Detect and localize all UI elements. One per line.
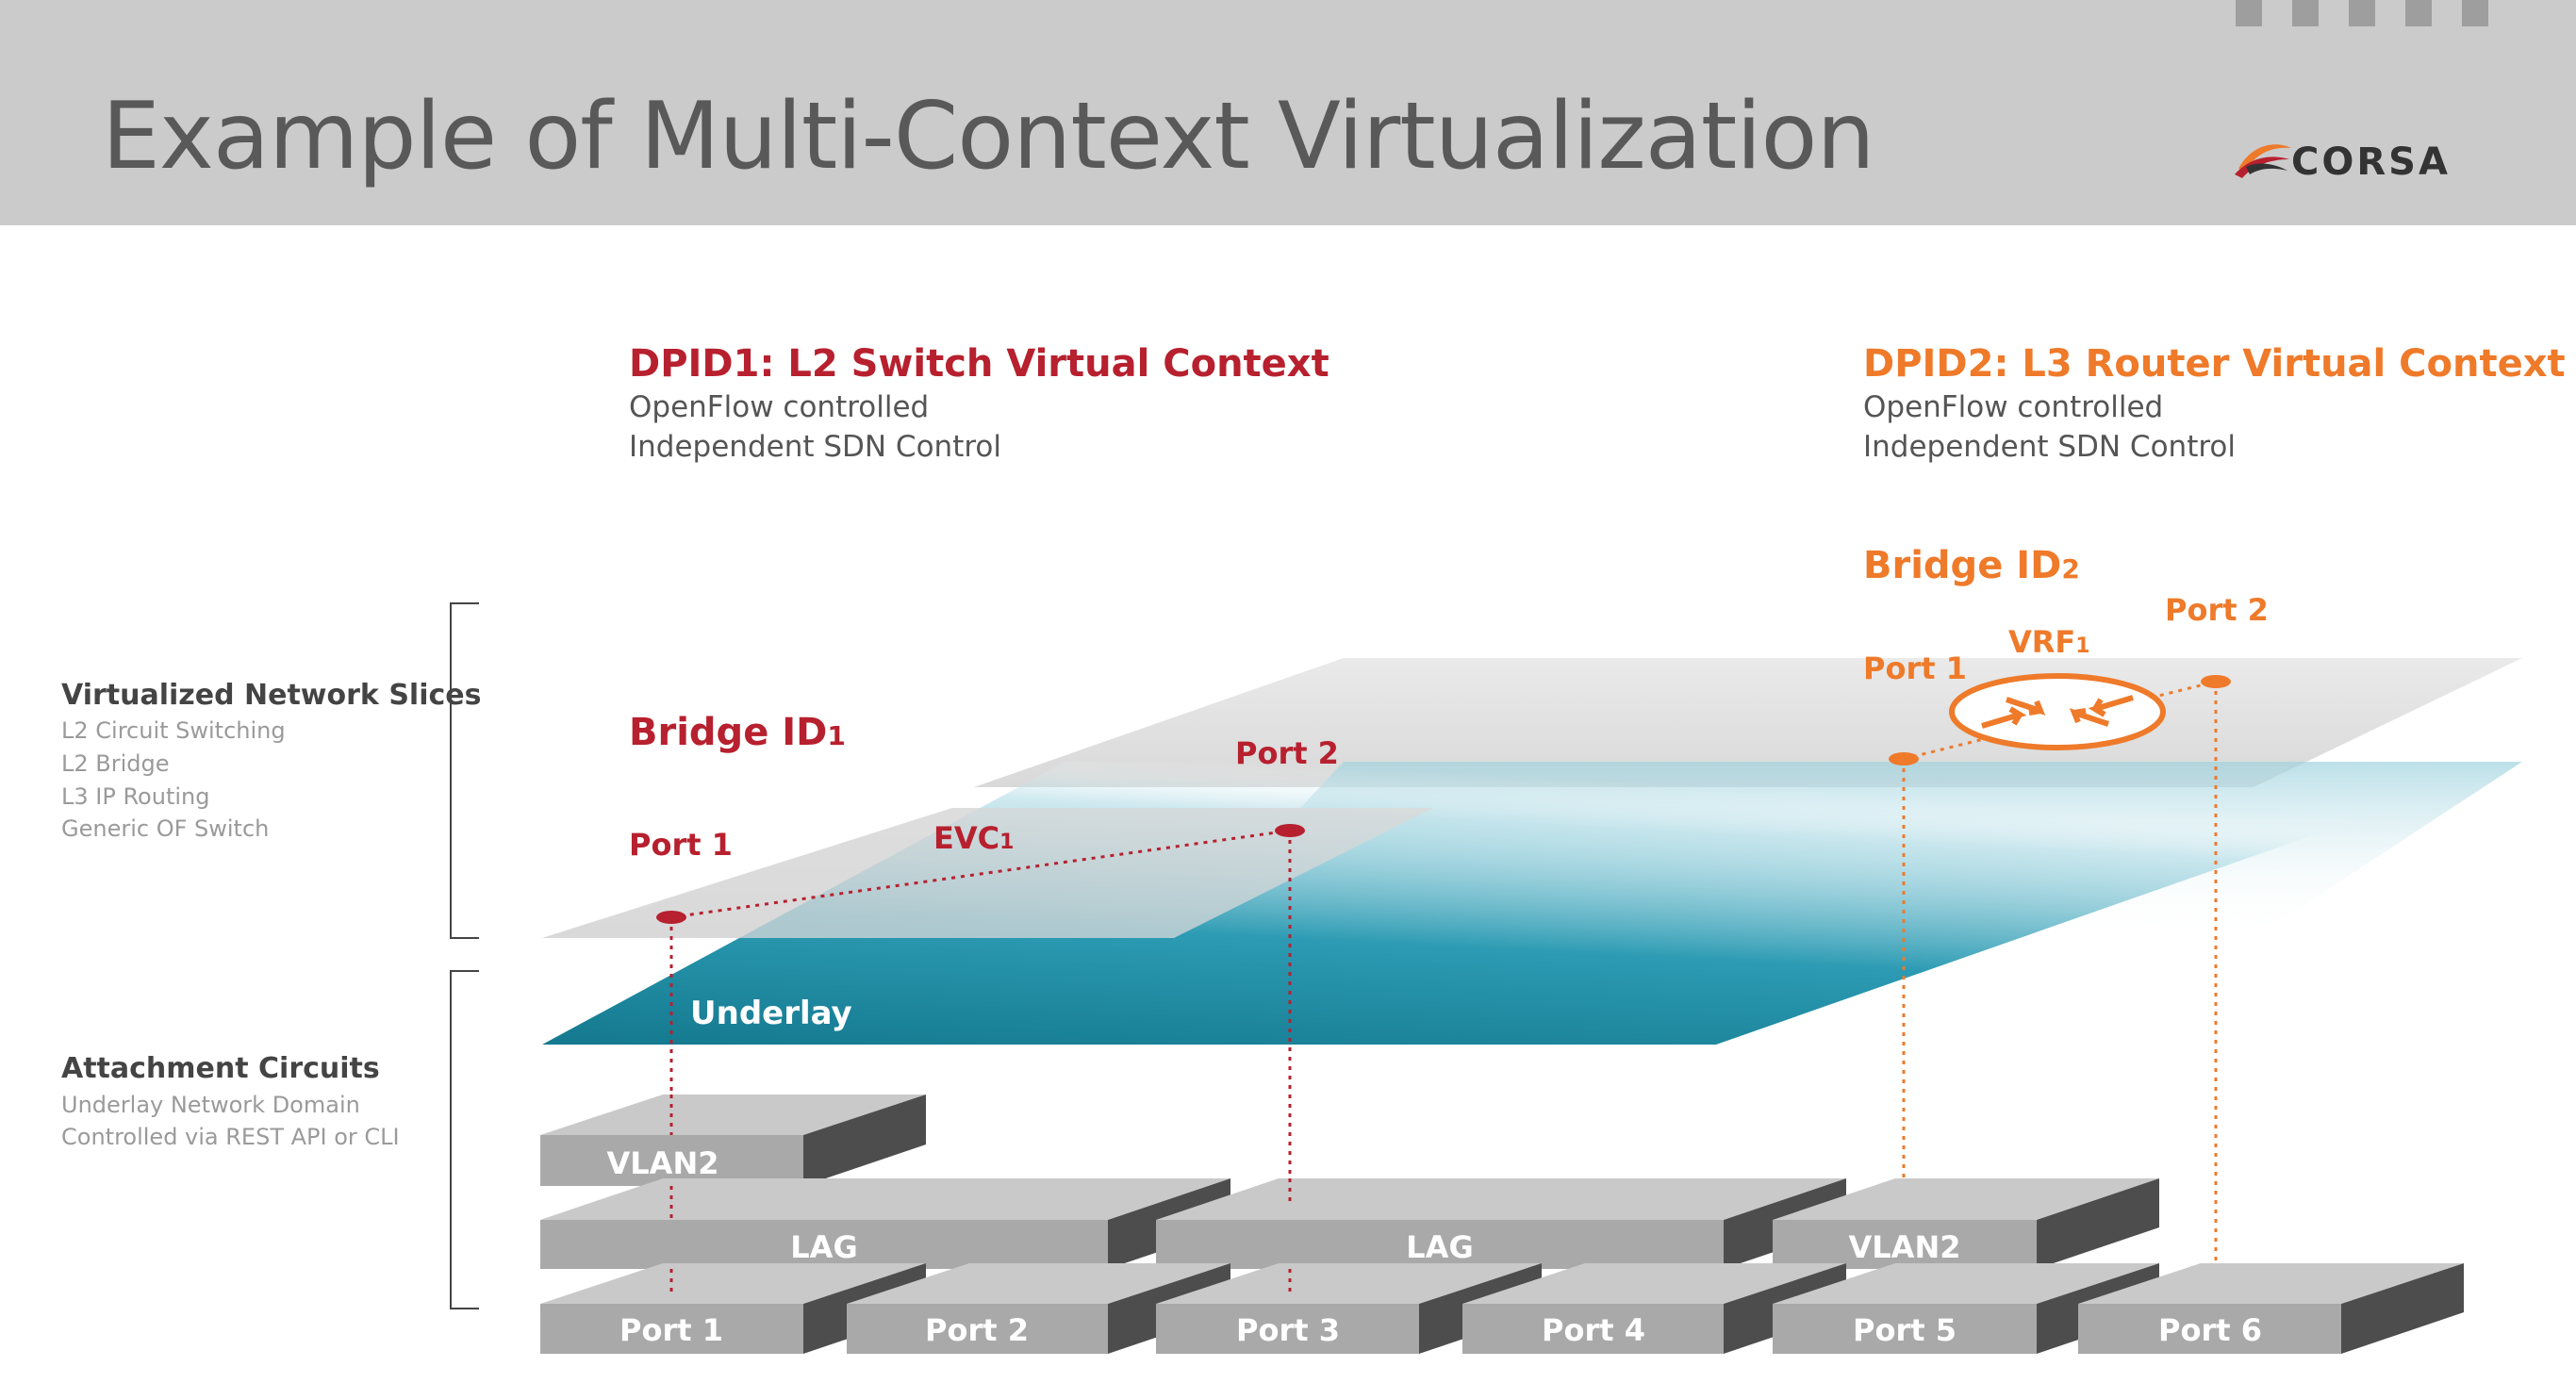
corsa-logo: CORSA	[2233, 135, 2487, 184]
bridge1-port2-dot	[1275, 824, 1305, 837]
context1-line1: OpenFlow controlled	[629, 390, 930, 424]
slices-item: L2 Bridge	[61, 750, 170, 777]
lag1-label: LAG	[790, 1229, 857, 1265]
slide-title: Example of Multi-Context Virtualization	[102, 83, 1875, 190]
port-block: Port 2	[847, 1263, 1230, 1354]
slices-item: L2 Circuit Switching	[61, 717, 286, 744]
vlan-left-block: VLAN2	[540, 1095, 926, 1186]
port-label: Port 6	[2158, 1312, 2262, 1348]
vlan-right-label: VLAN2	[1849, 1229, 1961, 1265]
bridge1-label: Bridge ID1	[629, 711, 846, 754]
slices-heading: Virtualized Network Slices	[61, 679, 482, 712]
slices-bracket	[450, 602, 479, 939]
bridge2-port2-label: Port 2	[2165, 592, 2269, 628]
bridge2-port2-dot	[2201, 675, 2231, 688]
attachment-heading: Attachment Circuits	[61, 1052, 380, 1085]
vrf-label: VRF1	[2008, 624, 2090, 660]
port-block: Port 6	[2078, 1263, 2464, 1354]
port-label: Port 3	[1236, 1312, 1340, 1348]
context2-line2: Independent SDN Control	[1863, 430, 2236, 464]
bridge1-port1-label: Port 1	[629, 827, 733, 863]
decor-square	[2349, 0, 2375, 26]
decor-square	[2292, 0, 2319, 26]
header-bar	[0, 0, 2576, 225]
context2-title: DPID2: L3 Router Virtual Context	[1863, 342, 2566, 386]
attachment-item: Underlay Network Domain	[61, 1092, 360, 1118]
corsa-swoosh-icon	[2235, 144, 2291, 178]
attachment-bracket	[450, 970, 479, 1309]
bridge1-port2-label: Port 2	[1235, 735, 1339, 771]
port-block: Port 1	[540, 1263, 926, 1354]
lag1-block: LAG	[540, 1178, 1230, 1269]
lag2-block: LAG	[1156, 1178, 1846, 1269]
bridge2-port1-dot	[1889, 752, 1919, 766]
context1-line2: Independent SDN Control	[629, 430, 1001, 464]
port-block: Port 3	[1156, 1263, 1542, 1354]
decor-square	[2405, 0, 2432, 26]
attachment-item: Controlled via REST API or CLI	[61, 1124, 400, 1150]
evc-label: EVC1	[933, 820, 1014, 856]
context2-line1: OpenFlow controlled	[1863, 390, 2164, 424]
logo-text: CORSA	[2291, 140, 2451, 184]
evc-link	[670, 829, 1291, 919]
port-label: Port 5	[1853, 1312, 1957, 1348]
vlan-right-block: VLAN2	[1773, 1178, 2159, 1269]
decor-square	[2236, 0, 2262, 26]
vlan-left-label: VLAN2	[607, 1145, 719, 1181]
slices-item: L3 IP Routing	[61, 783, 210, 810]
port-label: Port 4	[1542, 1312, 1645, 1348]
bridge2-port1-label: Port 1	[1863, 650, 1967, 686]
slices-item: Generic OF Switch	[61, 815, 270, 842]
context1-title: DPID1: L2 Switch Virtual Context	[629, 342, 1329, 386]
port-label: Port 1	[619, 1312, 723, 1348]
decor-square	[2462, 0, 2488, 26]
lag2-label: LAG	[1406, 1229, 1473, 1265]
bridge1-port1-dot	[656, 911, 686, 924]
underlay-label: Underlay	[690, 995, 852, 1032]
bridge2-label: Bridge ID2	[1863, 544, 2080, 587]
port-label: Port 2	[925, 1312, 1029, 1348]
router-icon	[1949, 673, 2166, 750]
